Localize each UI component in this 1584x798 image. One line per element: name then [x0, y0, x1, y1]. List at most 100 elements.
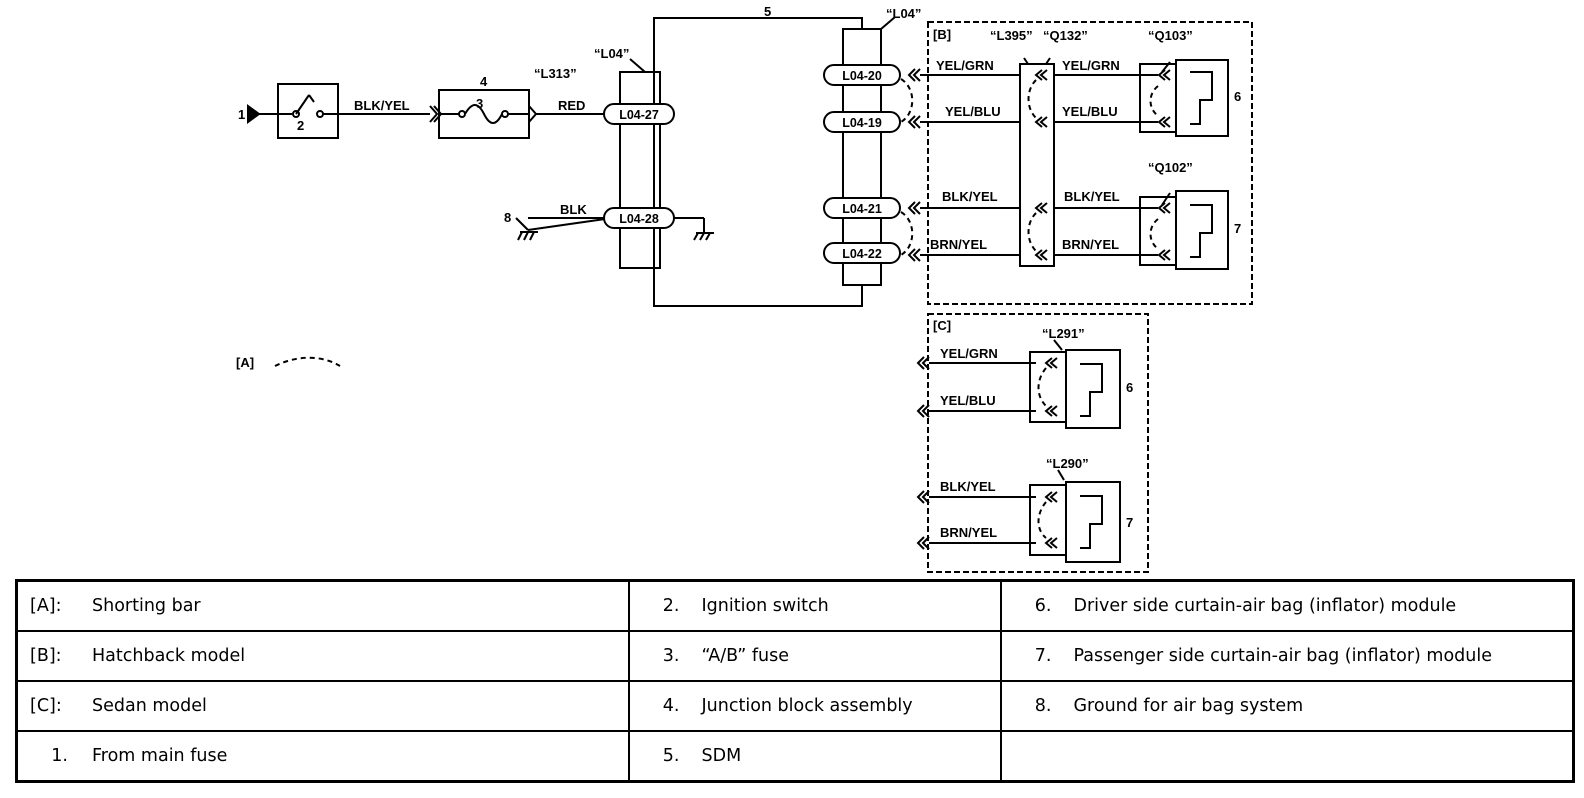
- wire-label-red: RED: [558, 98, 585, 113]
- inflator-icon: [1190, 71, 1213, 125]
- label-marker-8: 8: [504, 210, 511, 225]
- pin-l04-21: L04-21: [842, 202, 882, 216]
- legend-cell: [A]:Shorting bar: [15, 579, 630, 632]
- legend-cell: [C]: Sedan model: [15, 680, 630, 732]
- legend-cell: 1. From main fuse: [15, 730, 630, 783]
- connector-label-l04-right: “L04”: [886, 6, 921, 21]
- legend-key: [A]:: [30, 596, 62, 616]
- module-7-hatchback: [1175, 190, 1229, 270]
- hatchback-box: [927, 21, 1253, 305]
- label-module-7-c: 7: [1126, 515, 1133, 530]
- connector-label-l313: “L313”: [534, 66, 577, 81]
- pin-l04-22: L04-22: [842, 247, 882, 261]
- wire-label-c-blk-yel: BLK/YEL: [940, 479, 996, 494]
- label-module-7-b: 7: [1234, 221, 1241, 236]
- legend-row: 1. From main fuse 5. SDM: [15, 730, 1575, 783]
- shorting-bar-sample: [274, 356, 341, 367]
- connector-left-icon: [429, 105, 439, 123]
- legend-text: Driver side curtain-air bag (inflator) m…: [1073, 596, 1457, 616]
- label-marker-2: 2: [297, 118, 304, 133]
- pin-oval-l04-22: [823, 242, 901, 264]
- wire-label-c-yel-grn: YEL/GRN: [940, 346, 998, 361]
- legend-text: “A/B” fuse: [701, 646, 790, 666]
- legend-key: [B]:: [30, 646, 62, 666]
- wire-label-b-blk-yel-right: BLK/YEL: [1064, 189, 1120, 204]
- pin-oval-l04-27: [603, 103, 675, 125]
- label-marker-3: 3: [476, 96, 483, 111]
- legend-cell: 4. Junction block assembly: [627, 680, 1002, 732]
- legend-row: [B]: Hatchback model 3. “A/B” fuse 7. Passe…: [15, 630, 1575, 682]
- legend-text: Hatchback model: [92, 646, 246, 666]
- label-marker-5: 5: [764, 4, 771, 19]
- legend-cell: [999, 730, 1575, 783]
- legend-table: [A]:Shorting bar 2. Ignition switch 6. Dri…: [15, 579, 1575, 783]
- box-c-tag: [C]: [933, 318, 951, 333]
- l395-q132-connector: [1019, 63, 1055, 267]
- connector-label-l395: “L395”: [990, 28, 1033, 43]
- label-marker-4: 4: [480, 74, 488, 89]
- legend-key: 5.: [662, 746, 680, 766]
- label-module-6-c: 6: [1126, 380, 1133, 395]
- legend-key: [C]:: [30, 696, 62, 716]
- legend-cell: [B]: Hatchback model: [15, 630, 630, 682]
- wire-label-b-blk-yel-left: BLK/YEL: [942, 189, 998, 204]
- wire-label-b-yel-blu-left: YEL/BLU: [945, 104, 1001, 119]
- sedan-box: [927, 313, 1149, 573]
- legend-key: 2.: [662, 596, 680, 616]
- connector-label-q102: “Q102”: [1148, 160, 1193, 175]
- legend-key: 1.: [51, 746, 68, 766]
- connector-label-q132: “Q132”: [1043, 28, 1088, 43]
- module-6-sedan: [1065, 349, 1121, 429]
- wire-label-c-yel-blu: YEL/BLU: [940, 393, 996, 408]
- pin-oval-l04-21: [823, 197, 901, 219]
- label-module-6-b: 6: [1234, 89, 1241, 104]
- wire-label-b-yel-blu-right: YEL/BLU: [1062, 104, 1118, 119]
- legend-text: Junction block assembly: [701, 696, 913, 716]
- legend-row: [A]:Shorting bar 2. Ignition switch 6. Dri…: [15, 579, 1575, 632]
- pin-l04-19: L04-19: [842, 116, 882, 130]
- wire-label-b-yel-grn-left: YEL/GRN: [936, 58, 994, 73]
- legend-text: From main fuse: [92, 746, 228, 766]
- legend-cell: 7. Passenger side curtain-air bag (inflat…: [999, 630, 1575, 682]
- pin-oval-l04-20: [823, 64, 901, 86]
- connector-label-l290: “L290”: [1046, 456, 1089, 471]
- legend-cell: 6. Driver side curtain-air bag (inflator)…: [999, 579, 1575, 632]
- legend-text: Sedan model: [92, 696, 207, 716]
- wire-label-c-brn-yel: BRN/YEL: [940, 525, 997, 540]
- box-b-tag: [B]: [933, 27, 951, 42]
- connector-l313-icon: [528, 105, 538, 123]
- legend-text: Ground for air bag system: [1073, 696, 1304, 716]
- legend-key: 8.: [1034, 696, 1052, 716]
- pin-l04-27: L04-27: [619, 108, 659, 122]
- wire-label-b-yel-grn-right: YEL/GRN: [1062, 58, 1120, 73]
- wiring-diagram: 1 2 3 4 5 8 BLK/YEL RED BLK “L313” “L04”…: [236, 4, 1253, 573]
- pin-oval-l04-19: [823, 111, 901, 133]
- legend-row: [C]: Sedan model 4. Junction block assembl…: [15, 680, 1575, 732]
- legend-cell: 2. Ignition switch: [627, 579, 1002, 632]
- shorting-bar-tag: [A]: [236, 355, 254, 370]
- legend-cell: 8. Ground for air bag system: [999, 680, 1575, 732]
- pin-l04-20: L04-20: [842, 69, 882, 83]
- connector-label-l291: “L291”: [1042, 326, 1085, 341]
- wire-label-blk: BLK: [560, 202, 587, 217]
- connector-chevron-icon: [907, 68, 921, 82]
- module-7-sedan: [1065, 481, 1121, 563]
- connector-label-l04-left: “L04”: [594, 46, 629, 61]
- wire-label-b-brn-yel-left: BRN/YEL: [930, 237, 987, 252]
- legend-key: 6.: [1034, 596, 1052, 616]
- connector-label-q103: “Q103”: [1148, 28, 1193, 43]
- input-arrow-icon: [247, 104, 261, 124]
- wire-label-blk-yel: BLK/YEL: [354, 98, 410, 113]
- legend-cell: 5. SDM: [627, 730, 1002, 783]
- legend-key: 4.: [662, 696, 680, 716]
- legend-key: 7.: [1034, 646, 1052, 666]
- legend-key: 3.: [662, 646, 680, 666]
- legend-text: Passenger side curtain-air bag (inflator…: [1073, 646, 1493, 666]
- fuse-icon: [464, 104, 503, 124]
- pin-l04-28: L04-28: [619, 212, 659, 226]
- legend-cell: 3. “A/B” fuse: [627, 630, 1002, 682]
- legend-text: Ignition switch: [701, 596, 829, 616]
- ignition-switch-box: [277, 83, 339, 139]
- legend-text: SDM: [701, 746, 742, 766]
- wire-label-b-brn-yel-right: BRN/YEL: [1062, 237, 1119, 252]
